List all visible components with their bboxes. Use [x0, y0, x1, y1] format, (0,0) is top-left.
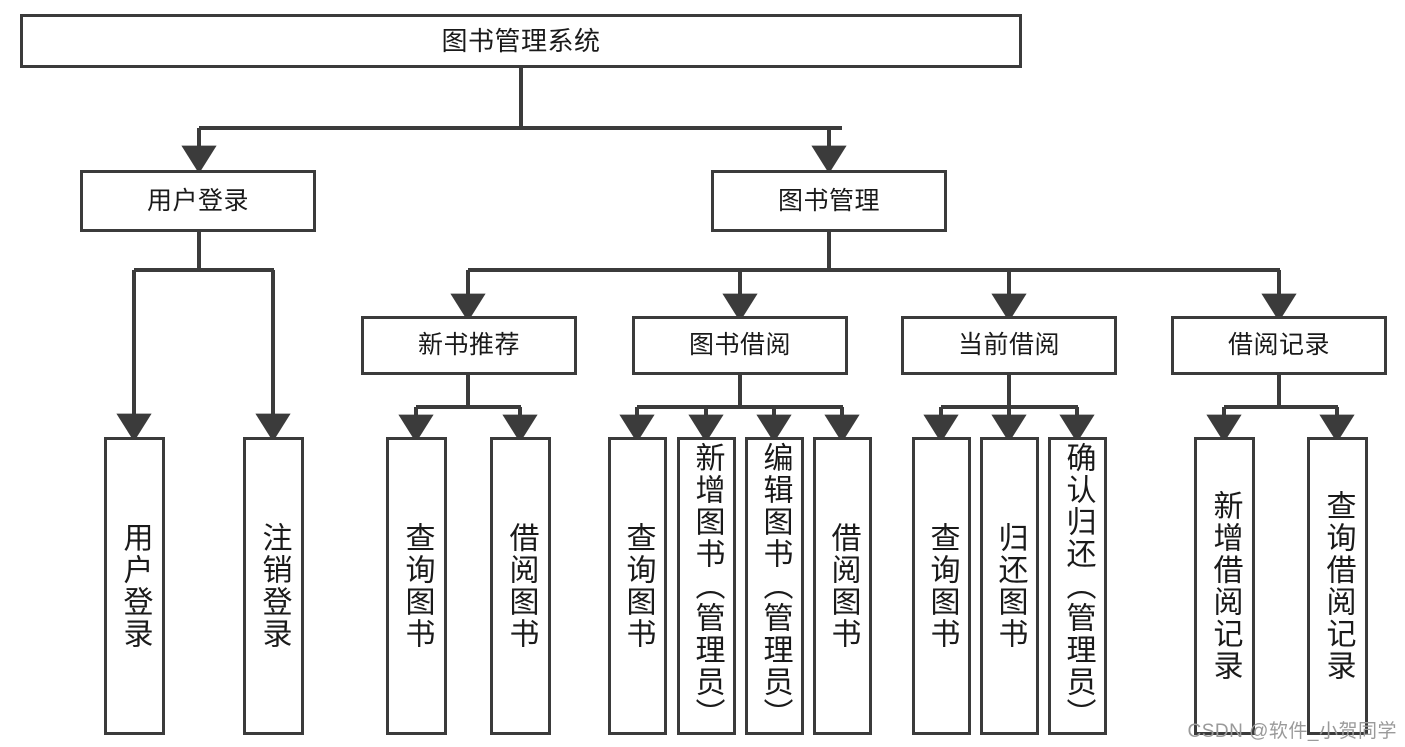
node-label: 用户登录	[146, 186, 249, 215]
watermark: CSDN @软件_小贺同学	[1187, 721, 1397, 742]
node-label: 图书管理	[777, 186, 880, 215]
node-book-borrow[interactable]: 图书借阅	[632, 316, 848, 375]
node-label: 新书推荐	[417, 331, 520, 359]
node-label: 注销登录	[257, 522, 291, 650]
node-label: 借阅图书	[504, 522, 538, 650]
node-label: 编辑图书（管理员）	[758, 442, 792, 730]
node-user-login[interactable]: 用户登录	[80, 170, 316, 232]
node-root-system[interactable]: 图书管理系统	[20, 14, 1022, 68]
node-borrow-record[interactable]: 借阅记录	[1171, 316, 1387, 375]
leaf-book-borrow-edit[interactable]: 编辑图书（管理员）	[745, 437, 804, 735]
node-label: 图书借阅	[688, 331, 791, 359]
node-label: 归还图书	[993, 522, 1027, 650]
node-label: 查询借阅记录	[1321, 490, 1355, 682]
leaf-current-borrow-confirm-return[interactable]: 确认归还（管理员）	[1048, 437, 1107, 735]
node-label: 查询图书	[400, 522, 434, 650]
node-current-borrow[interactable]: 当前借阅	[901, 316, 1117, 375]
leaf-book-borrow-query[interactable]: 查询图书	[608, 437, 667, 735]
leaf-current-borrow-query[interactable]: 查询图书	[912, 437, 971, 735]
node-label: 新增借阅记录	[1208, 490, 1242, 682]
node-label: 图书管理系统	[441, 25, 601, 56]
leaf-current-borrow-return[interactable]: 归还图书	[980, 437, 1039, 735]
node-book-manage[interactable]: 图书管理	[711, 170, 947, 232]
leaf-book-borrow-add[interactable]: 新增图书（管理员）	[677, 437, 736, 735]
node-label: 查询图书	[925, 522, 959, 650]
leaf-book-borrow-borrow[interactable]: 借阅图书	[813, 437, 872, 735]
node-label: 用户登录	[118, 522, 152, 650]
leaf-borrow-record-query[interactable]: 查询借阅记录	[1307, 437, 1368, 735]
node-label: 借阅图书	[826, 522, 860, 650]
node-label: 当前借阅	[957, 331, 1060, 359]
node-label: 新增图书（管理员）	[690, 442, 724, 730]
leaf-new-book-query[interactable]: 查询图书	[386, 437, 447, 735]
node-label: 确认归还（管理员）	[1061, 442, 1095, 730]
leaf-user-login-login[interactable]: 用户登录	[104, 437, 165, 735]
node-new-book-recommend[interactable]: 新书推荐	[361, 316, 577, 375]
leaf-borrow-record-add[interactable]: 新增借阅记录	[1194, 437, 1255, 735]
leaf-new-book-borrow[interactable]: 借阅图书	[490, 437, 551, 735]
node-label: 查询图书	[621, 522, 655, 650]
leaf-user-login-logout[interactable]: 注销登录	[243, 437, 304, 735]
node-label: 借阅记录	[1227, 331, 1330, 359]
